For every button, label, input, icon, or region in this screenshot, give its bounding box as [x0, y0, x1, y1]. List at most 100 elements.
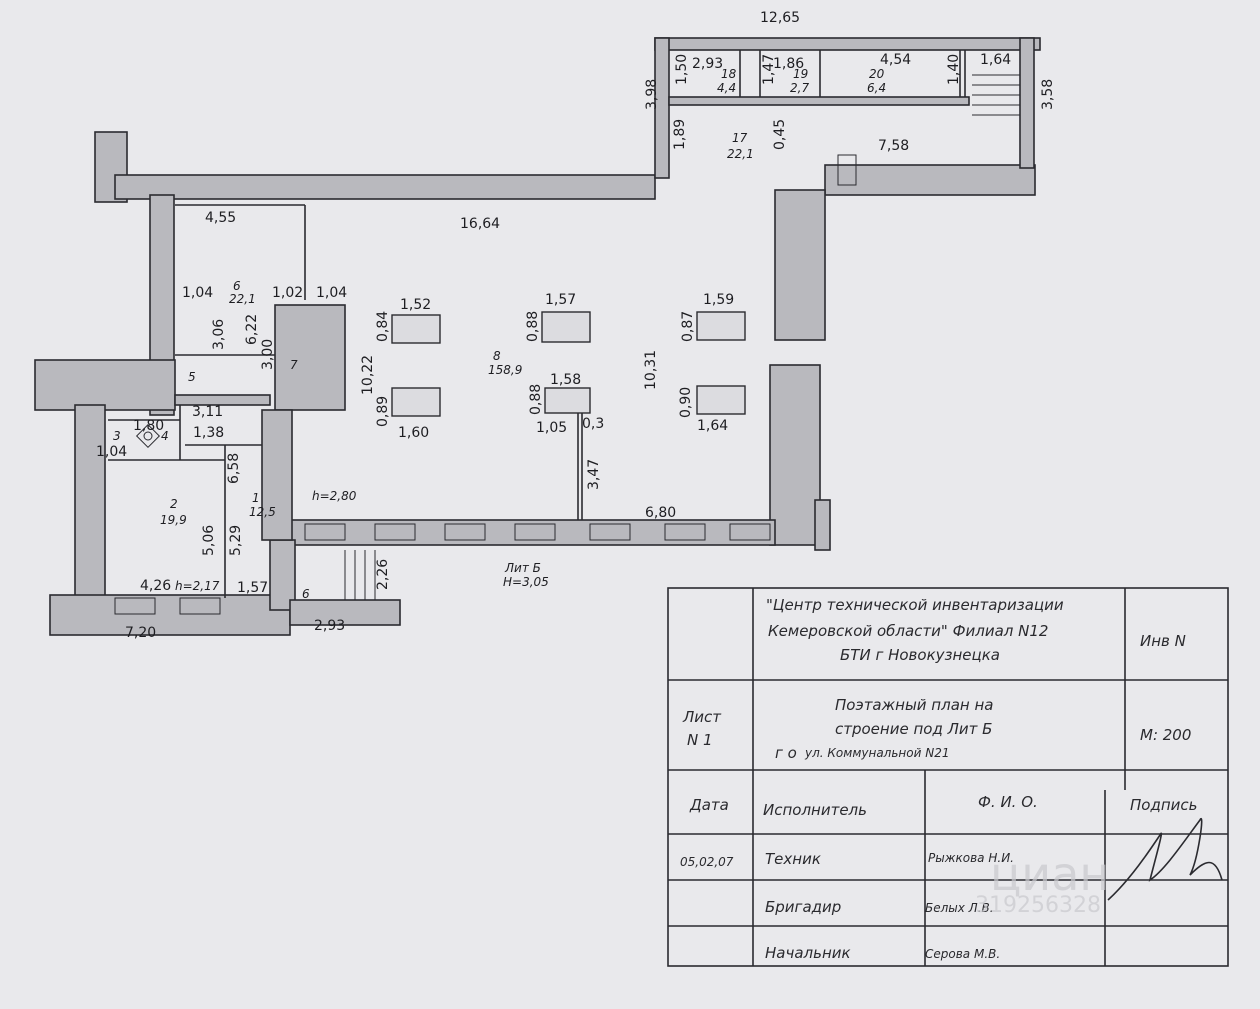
watermark-id: 319256328: [975, 893, 1101, 918]
wall-right-upper: [774, 189, 826, 341]
room-1-area: 12,5: [249, 505, 276, 519]
dim-annex-height: 3,98: [644, 79, 660, 110]
dim-col5-offset1: 1,05: [536, 420, 567, 436]
wall-annex-left: [654, 37, 670, 179]
wall-left-mid: [34, 359, 176, 411]
column-5: [544, 387, 591, 414]
wall-room5-bottom: [174, 394, 271, 406]
dim-r5-width: 3,11: [192, 404, 223, 420]
dim-col4-h: 0,89: [375, 396, 391, 427]
dim-r2-width: 4,26: [140, 578, 171, 594]
wall-left-top-stub: [94, 131, 128, 203]
room-6b-number: 6: [302, 587, 310, 601]
inv-label: Инв N: [1140, 632, 1186, 650]
wall-annex-top: [654, 37, 1041, 51]
date-value: 05,02,07: [680, 855, 734, 869]
room-17-area: 22,1: [727, 147, 754, 161]
dim-stair-width: 1,64: [980, 52, 1011, 68]
name-chief: Серова М.В.: [925, 947, 1000, 961]
wall-right-step: [814, 499, 831, 551]
role-chief: Начальник: [765, 944, 851, 962]
dim-stair2-height: 2,26: [375, 559, 391, 590]
room-20-number: 20: [869, 67, 885, 81]
name-foreman: Белых Л.В.: [925, 901, 994, 915]
date-label: Дата: [689, 796, 729, 814]
dim-r1-width: 1,38: [193, 425, 224, 441]
dim-r6-height2: 6,22: [244, 314, 260, 345]
plan-title-line-1: Поэтажный план на: [835, 696, 993, 714]
columns: [391, 311, 746, 417]
building-lit: Лит Б: [504, 561, 541, 575]
dim-r18-height: 1,50: [674, 54, 690, 85]
dim-r17-width: 7,58: [878, 138, 909, 154]
role-technician: Техник: [765, 850, 821, 868]
dim-r19-width: 1,86: [773, 56, 804, 72]
dim-hall-width: 16,64: [460, 216, 500, 232]
dim-partition-height: 3,47: [586, 459, 602, 490]
walls: [34, 37, 1041, 636]
ceiling-r2: h=2,17: [175, 579, 220, 593]
room-18-area: 4,4: [717, 81, 736, 95]
dim-r6-c: 1,04: [316, 285, 347, 301]
org-line-2: Кемеровской области" Филиал N12: [768, 622, 1048, 640]
dim-col2-w: 1,57: [545, 292, 576, 308]
address: ул. Коммунальной N21: [804, 746, 949, 760]
fio-label: Ф. И. О.: [978, 793, 1038, 811]
name-technician: Рыжкова Н.И.: [928, 851, 1014, 865]
dim-r20-height: 1,40: [946, 54, 962, 85]
building-height: H=3,05: [503, 575, 549, 589]
room-1-number: 1: [252, 491, 260, 505]
role-foreman: Бригадир: [765, 898, 841, 916]
wall-left-lower: [74, 404, 106, 601]
org-line-1: "Центр технической инвентаризации: [766, 596, 1064, 614]
title-block: "Центр технической инвентаризации Кемеро…: [667, 587, 1229, 967]
dim-col5-offset2: 0,3: [582, 416, 604, 432]
dim-front-width: 6,80: [645, 505, 676, 521]
dim-porch-width: 2,93: [314, 618, 345, 634]
room-6-area: 22,1: [229, 292, 256, 306]
wall-top-corridor: [114, 174, 656, 200]
dim-r20-width: 4,54: [880, 52, 911, 68]
room-8-area: 158,9: [488, 363, 522, 377]
dim-r7-height: 3,00: [260, 339, 276, 370]
dim-r3-width: 1,80: [133, 418, 164, 434]
dim-col4-w: 1,60: [398, 425, 429, 441]
room-3-number: 3: [113, 429, 121, 443]
room-19-number: 19: [793, 67, 808, 81]
watermark-brand: циан: [990, 847, 1109, 901]
dim-r6-a: 1,04: [182, 285, 213, 301]
dim-col1-w: 1,52: [400, 297, 431, 313]
dim-hall-height-left: 10,22: [360, 355, 376, 395]
dim-r17-height-mid: 0,45: [772, 119, 788, 150]
dim-col6-w: 1,64: [697, 418, 728, 434]
org-line-3: БТИ г Новокузнецка: [840, 646, 1000, 664]
sheet-number: N 1: [687, 731, 713, 749]
wall-porch-left: [269, 539, 296, 611]
room-2-number: 2: [170, 497, 178, 511]
dim-left-total: 7,20: [125, 625, 156, 641]
ceiling-hall: h=2,80: [312, 489, 357, 503]
watermark: циан 319256328: [975, 847, 1109, 918]
dim-col3-w: 1,59: [703, 292, 734, 308]
dim-col6-h: 0,90: [678, 387, 694, 418]
dim-col5-h: 0,88: [528, 384, 544, 415]
room-labels: 18 4,4 19 2,7 20 6,4 17 22,1 6 22,1 8 15…: [113, 67, 886, 601]
room-5-number: 5: [188, 370, 196, 384]
dim-annex-width: 12,65: [760, 10, 800, 26]
room-17-number: 17: [732, 131, 748, 145]
wall-top-corridor-right: [824, 164, 1036, 196]
room-20-area: 6,4: [867, 81, 886, 95]
wall-bottom-left: [49, 594, 291, 636]
scale: М: 200: [1140, 726, 1191, 744]
room-4-number: 4: [161, 429, 169, 443]
dim-col2-h: 0,88: [525, 311, 541, 342]
toilet-icon: [135, 423, 161, 449]
column-6: [696, 385, 746, 415]
room-6-number: 6: [233, 279, 241, 293]
column-4: [391, 387, 441, 417]
dim-r1-width2: 1,57: [237, 580, 268, 596]
wall-annex-right: [1019, 37, 1035, 169]
wall-porch-bottom: [289, 599, 401, 626]
signature-mark: [1107, 817, 1223, 901]
